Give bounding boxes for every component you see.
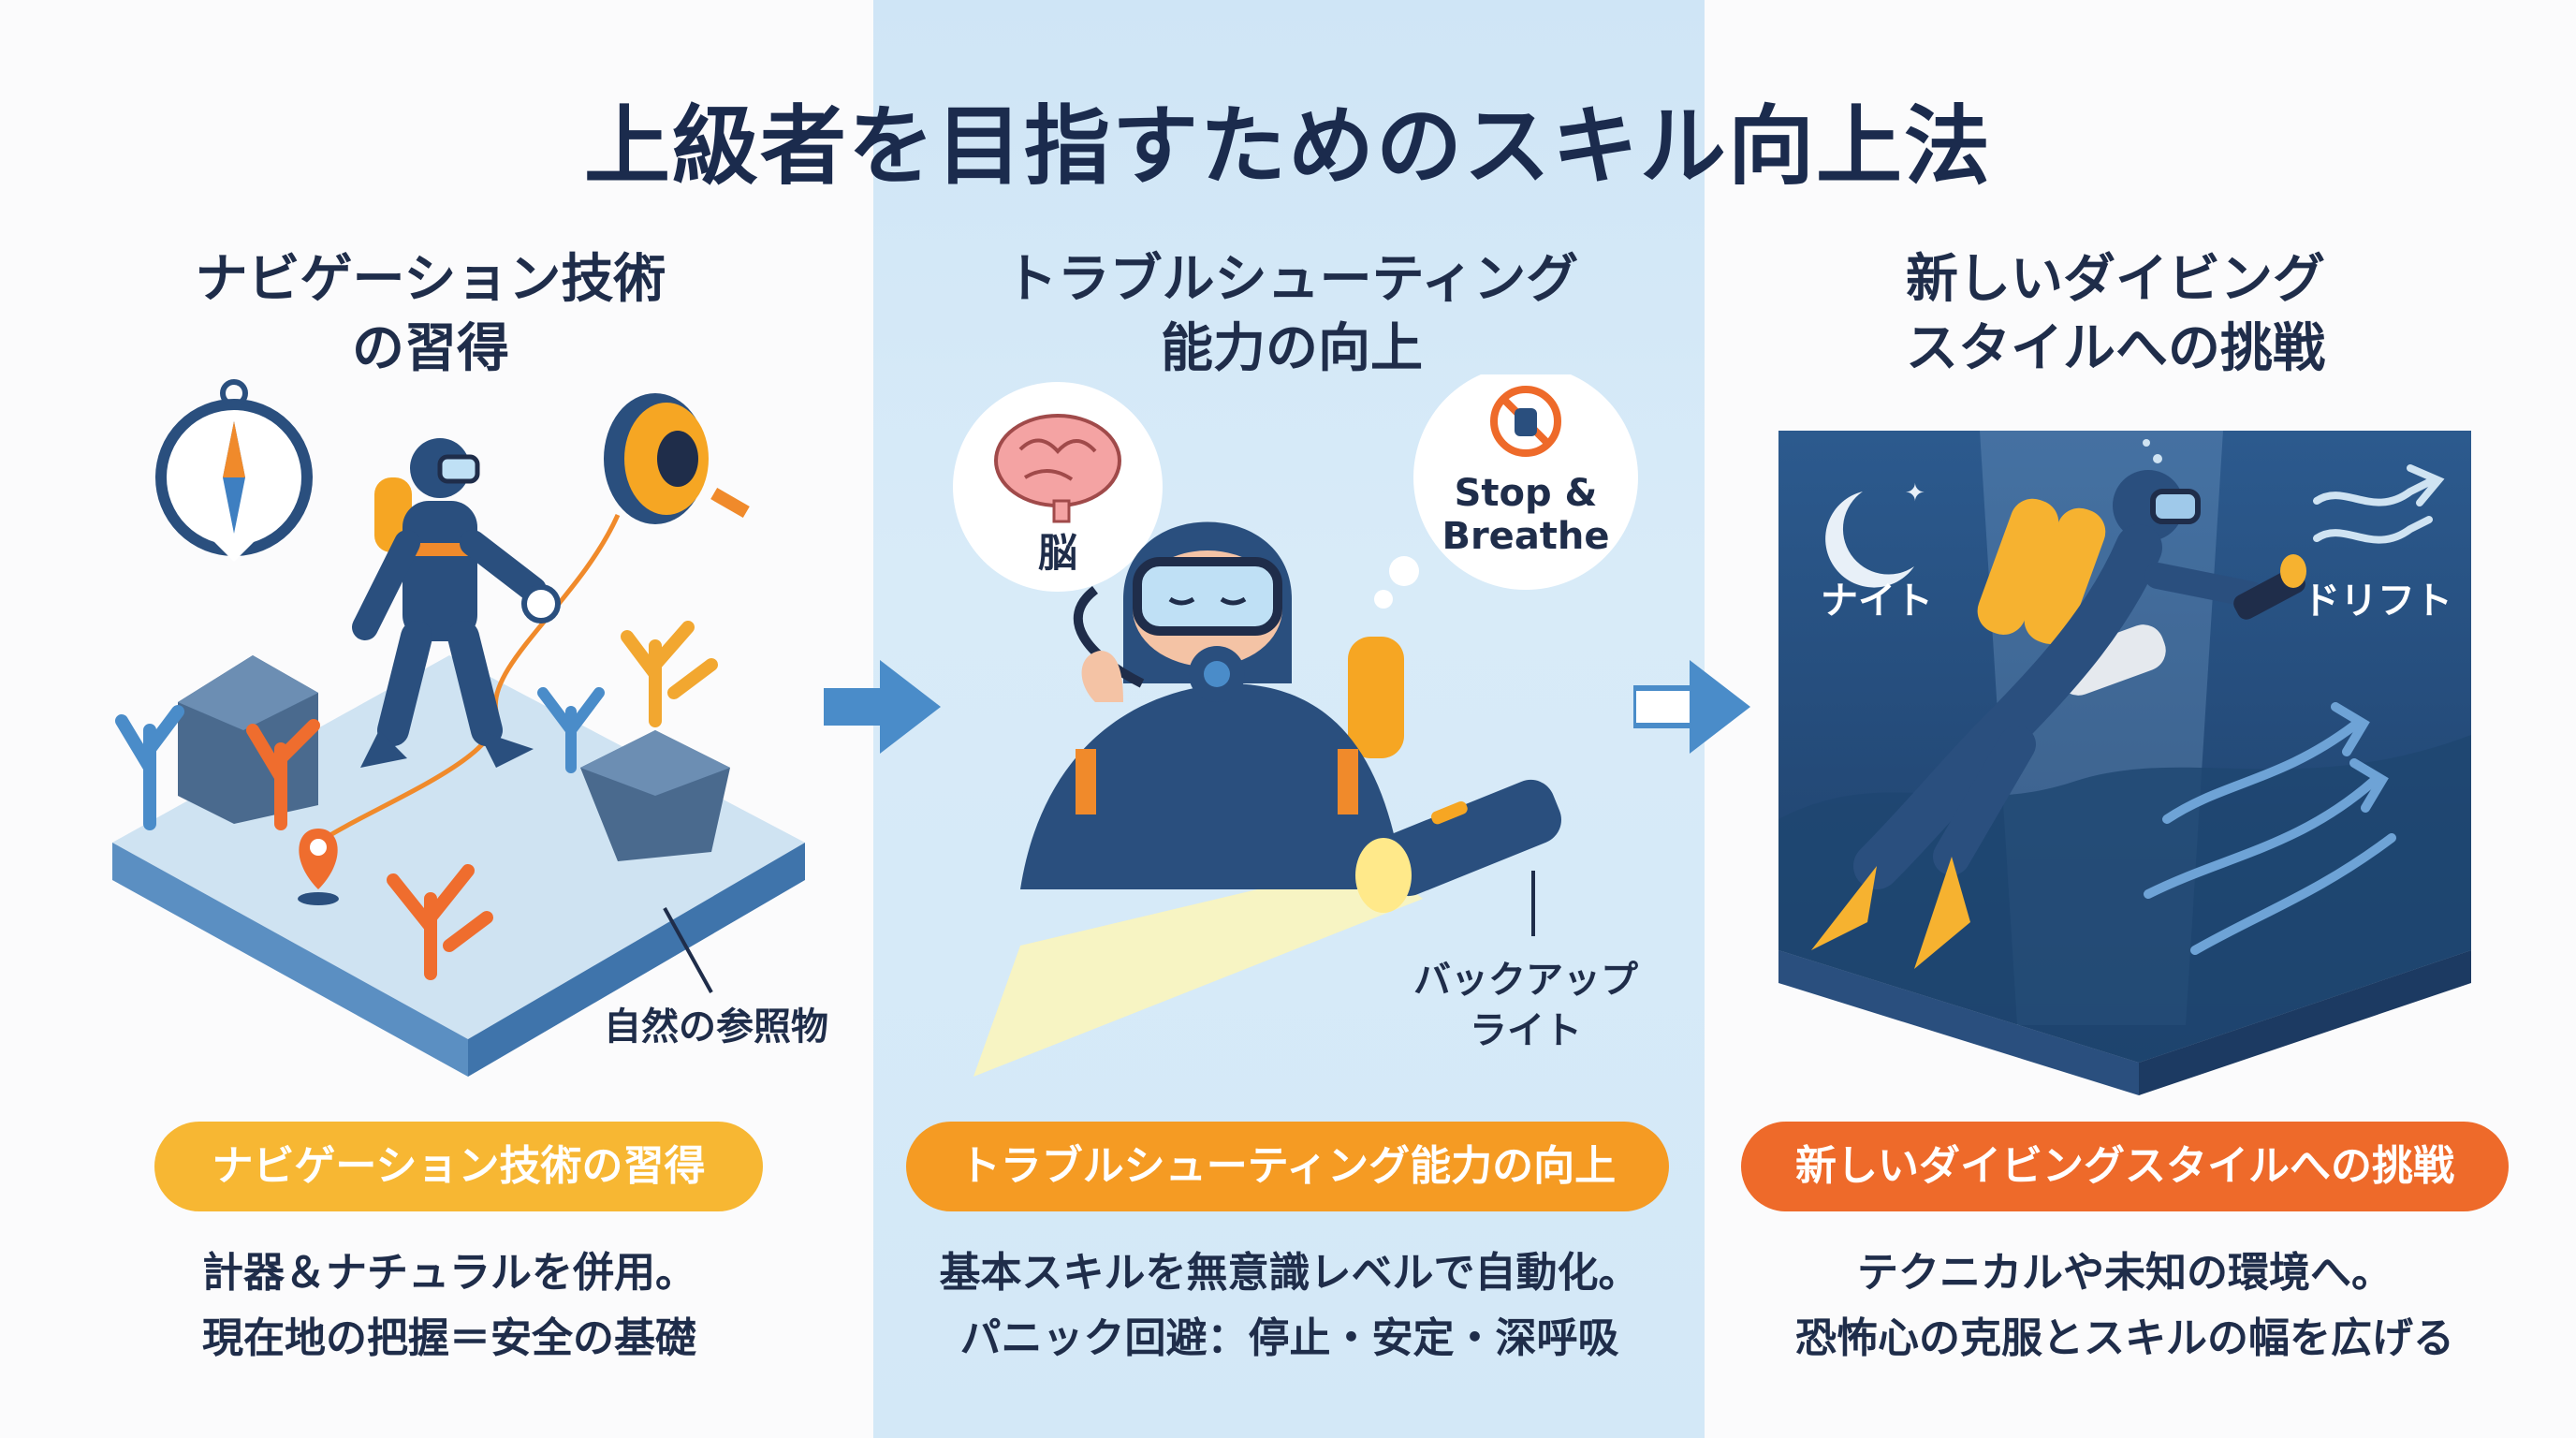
troubleshooting-illustration: 脳 Stop & Breathe xyxy=(953,374,1638,1077)
backup-light-label-1: バックアップ xyxy=(1413,959,1638,1002)
navigation-illustration: 自然の参照物 xyxy=(112,379,828,1077)
column-3-heading: 新しいダイビング スタイルへの挑戦 xyxy=(1778,245,2452,384)
diver-icon xyxy=(1811,439,2306,969)
column-1-heading-line2: の習得 xyxy=(352,318,509,379)
new-style-description-line2: 恐怖心の克服とスキルの幅を広げる xyxy=(1795,1314,2454,1362)
brain-label: 脳 xyxy=(1038,530,1077,576)
troubleshooting-description-line1: 基本スキルを無意識レベルで自動化。 xyxy=(939,1249,1640,1297)
column-3-heading-line2: スタイルへの挑戦 xyxy=(1906,318,2325,379)
navigation-description: 計器＆ナチュラルを併用。 現在地の把握＝安全の基礎 xyxy=(112,1240,786,1372)
column-2-heading-line1: トラブルシューティング xyxy=(1004,249,1579,310)
troubleshooting-skill-pill: トラブルシューティング能力の向上 xyxy=(906,1122,1669,1211)
moon-icon: ✦ xyxy=(1825,479,1925,588)
flashlight-icon xyxy=(1355,779,1561,913)
troubleshooting-description-line2: パニック回避：停止・安定・深呼吸 xyxy=(959,1314,1619,1362)
location-pin-icon xyxy=(298,829,339,905)
compass-icon xyxy=(155,379,313,562)
new-diving-styles-illustration: ✦ ナイト ドリフト xyxy=(1778,431,2471,1095)
drift-label: ドリフト xyxy=(2303,580,2452,623)
navigation-skill-pill: ナビゲーション技術の習得 xyxy=(154,1122,763,1211)
natural-reference-label: 自然の参照物 xyxy=(604,1005,828,1049)
troubleshooting-description: 基本スキルを無意識レベルで自動化。 パニック回避：停止・安定・深呼吸 xyxy=(880,1240,1699,1372)
new-style-skill-pill: 新しいダイビングスタイルへの挑戦 xyxy=(1741,1122,2509,1211)
diver-icon xyxy=(352,438,561,768)
arrow-right-icon xyxy=(824,660,941,754)
column-2-heading-line2: 能力の向上 xyxy=(1161,318,1423,379)
new-style-description: テクニカルや未知の環境へ。 恐怖心の克服とスキルの幅を広げる xyxy=(1732,1240,2518,1372)
navigation-description-line1: 計器＆ナチュラルを併用。 xyxy=(202,1249,696,1297)
current-waves-icon xyxy=(2313,464,2445,544)
brain-thought-bubble: 脳 xyxy=(953,382,1164,597)
stop-label: Stop & xyxy=(1455,472,1598,515)
arrow-right-icon xyxy=(1633,660,1750,754)
column-1-heading-line1: ナビゲーション技術 xyxy=(195,249,666,310)
navigation-description-line2: 現在地の把握＝安全の基礎 xyxy=(202,1314,696,1362)
svg-text:✦: ✦ xyxy=(1905,479,1925,507)
breathe-label: Breathe xyxy=(1442,515,1609,558)
brain-icon xyxy=(994,414,1121,523)
new-style-description-line1: テクニカルや未知の環境へ。 xyxy=(1857,1249,2393,1297)
night-label: ナイト xyxy=(1821,580,1933,623)
backup-light-label-2: ライト xyxy=(1470,1009,1582,1052)
column-1-heading: ナビゲーション技術 の習得 xyxy=(112,245,749,384)
page-title: 上級者を目指すためのスキル向上法 xyxy=(583,96,1992,197)
stop-hand-icon xyxy=(1490,386,1561,457)
reel-icon xyxy=(604,393,750,524)
column-2-heading: トラブルシューティング 能力の向上 xyxy=(936,245,1647,384)
column-3-heading-line1: 新しいダイビング xyxy=(1906,249,2325,310)
current-arrows-icon xyxy=(2144,702,2396,955)
stop-breathe-bubble: Stop & Breathe xyxy=(1374,374,1638,609)
coral-icon xyxy=(115,621,718,980)
diver-icon xyxy=(1020,521,1404,889)
